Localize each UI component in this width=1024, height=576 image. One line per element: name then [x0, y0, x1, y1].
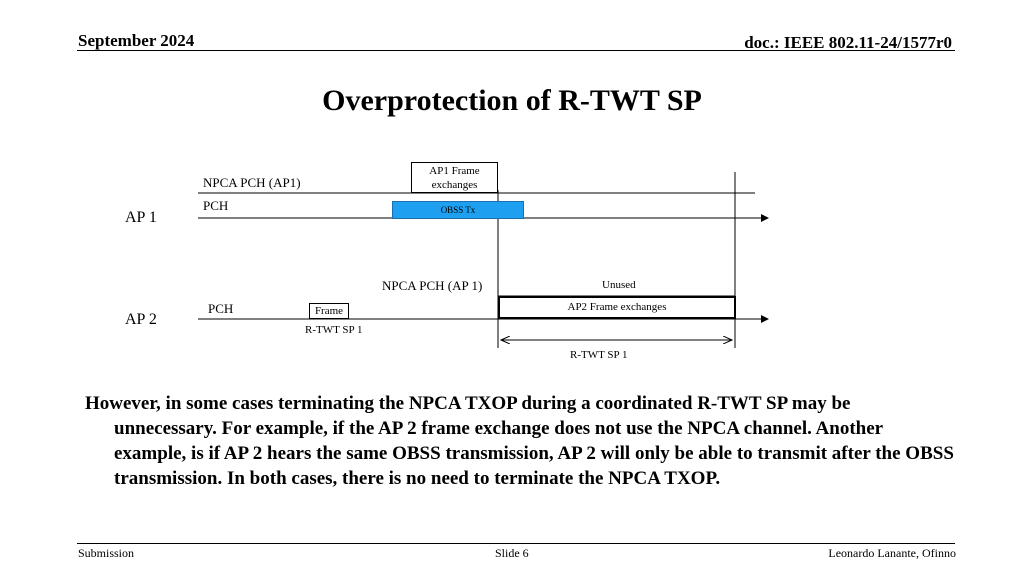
footer-rule — [77, 543, 955, 544]
ap1-frame-exchanges-box: AP1 Frame exchanges — [411, 162, 498, 193]
ap2-pch-label: PCH — [208, 301, 234, 316]
ap2-frame-exchanges-box: AP2 Frame exchanges — [498, 296, 736, 319]
slide-title: Overprotection of R-TWT SP — [322, 84, 702, 117]
ap2-label: AP 2 — [125, 311, 157, 328]
body-text: However, in some cases terminating the N… — [85, 391, 955, 491]
header-doc-id: doc.: IEEE 802.11-24/1577r0 — [744, 33, 952, 52]
header-date: September 2024 — [78, 31, 195, 50]
obss-tx-box: OBSS Tx — [392, 201, 524, 219]
ap2-frame-box: Frame — [309, 303, 349, 319]
ap2-npca-label: NPCA PCH (AP 1) — [382, 278, 483, 293]
ap2-frame-exchanges-label: AP2 Frame exchanges — [567, 301, 667, 313]
footer-submission: Submission — [78, 546, 135, 560]
ap2-rtwt-small-label: R-TWT SP 1 — [305, 324, 363, 336]
ap1-label: AP 1 — [125, 209, 157, 226]
obss-tx-label: OBSS Tx — [440, 205, 476, 215]
footer-slide-number: Slide 6 — [495, 546, 529, 560]
ap1-frame-exchanges-line2: exchanges — [431, 179, 478, 191]
ap2-frame-label: Frame — [314, 305, 344, 317]
unused-label: Unused — [602, 279, 636, 291]
rtwt-span-label: R-TWT SP 1 — [570, 349, 628, 361]
body-paragraph: However, in some cases terminating the N… — [85, 393, 954, 489]
ap1-npca-label: NPCA PCH (AP1) — [203, 175, 301, 190]
footer-author: Leonardo Lanante, Ofinno — [828, 546, 956, 560]
ap1-pch-label: PCH — [203, 198, 229, 213]
ap1-frame-exchanges-line1: AP1 Frame — [429, 165, 480, 177]
header-rule — [77, 50, 955, 51]
